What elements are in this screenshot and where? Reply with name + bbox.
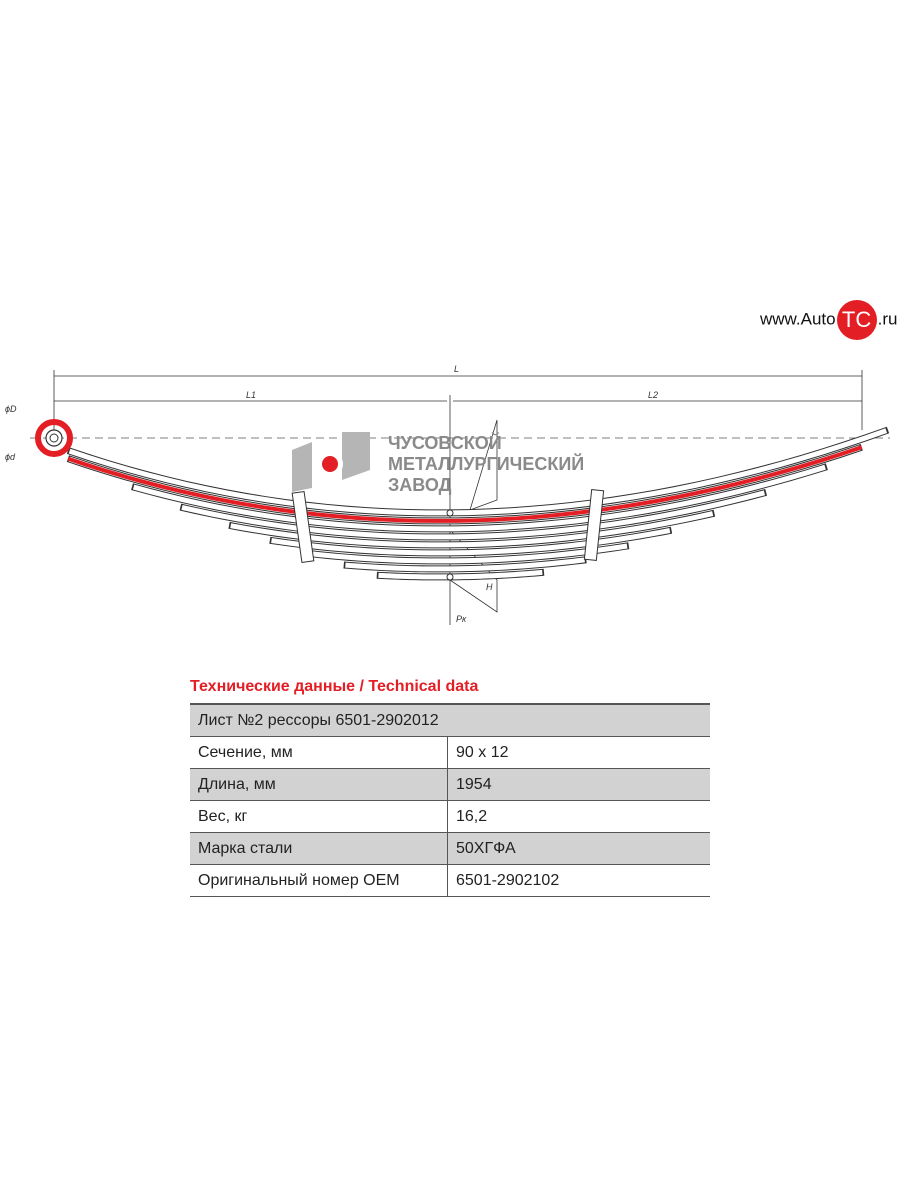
label-D: ϕD (5, 404, 17, 414)
spring-leaf-fill (312, 543, 628, 564)
spring-eye-outer (35, 419, 73, 457)
label-Pk: Pк (456, 614, 467, 624)
rebound-clip-right (583, 489, 605, 561)
leaf-spring-drawing: L L1 L2 ϕD ϕd H Pк (5, 364, 890, 625)
spring-leaf-fill (378, 569, 543, 580)
row-value: 50ХГФА (447, 832, 710, 865)
row-value: 6501-2902102 (447, 864, 710, 897)
table-header: Лист №2 рессоры 6501-2902012 (190, 703, 710, 737)
row-label: Вес, кг (190, 800, 448, 833)
spring-leaf-fill (345, 557, 585, 572)
manufacturer-name: ЧУСОВСКОЙ МЕТАЛЛУРГИЧЕСКИЙ ЗАВОД (388, 433, 584, 496)
technical-data-title: Технические данные / Technical data (190, 678, 479, 695)
center-bolt-bottom (446, 573, 454, 581)
label-d: ϕd (5, 452, 16, 462)
label-H: H (486, 582, 493, 592)
center-bolt-top (446, 509, 454, 517)
chmz-logo-icon (292, 432, 370, 492)
technical-data-table: Лист №2 рессоры 6501-2902012 Сечение, мм… (190, 703, 710, 897)
row-value: 16,2 (447, 800, 710, 833)
row-label: Оригинальный номер OEM (190, 864, 448, 897)
spring-leaf-fill (181, 490, 766, 540)
table-header-row: Лист №2 рессоры 6501-2902012 (190, 703, 710, 737)
spring-leaf-fill (132, 464, 826, 532)
row-label: Сечение, мм (190, 736, 448, 769)
spring-leaf-fill (271, 528, 671, 556)
manufacturer-line: МЕТАЛЛУРГИЧЕСКИЙ (388, 454, 585, 474)
manufacturer-line: ЗАВОД (388, 475, 452, 495)
logo-suffix: .ru (877, 309, 898, 329)
arc-height-dimension (469, 419, 498, 511)
highlighted-leaf-2 (67, 445, 863, 523)
manufacturer-line: ЧУСОВСКОЙ (388, 433, 502, 453)
row-label: Длина, мм (190, 768, 448, 801)
label-L2: L2 (648, 390, 658, 400)
label-L1: L1 (246, 390, 256, 400)
spring-eye-bushing (45, 429, 63, 447)
row-label: Марка стали (190, 832, 448, 865)
logo-mark: TC (836, 300, 877, 340)
row-value: 90 x 12 (447, 736, 710, 769)
row-value: 1954 (447, 768, 710, 801)
label-L: L (454, 364, 459, 374)
rebound-clip-left (291, 490, 315, 564)
logo-prefix: www.Auto (760, 309, 836, 329)
spring-leaf-fill (68, 428, 888, 516)
